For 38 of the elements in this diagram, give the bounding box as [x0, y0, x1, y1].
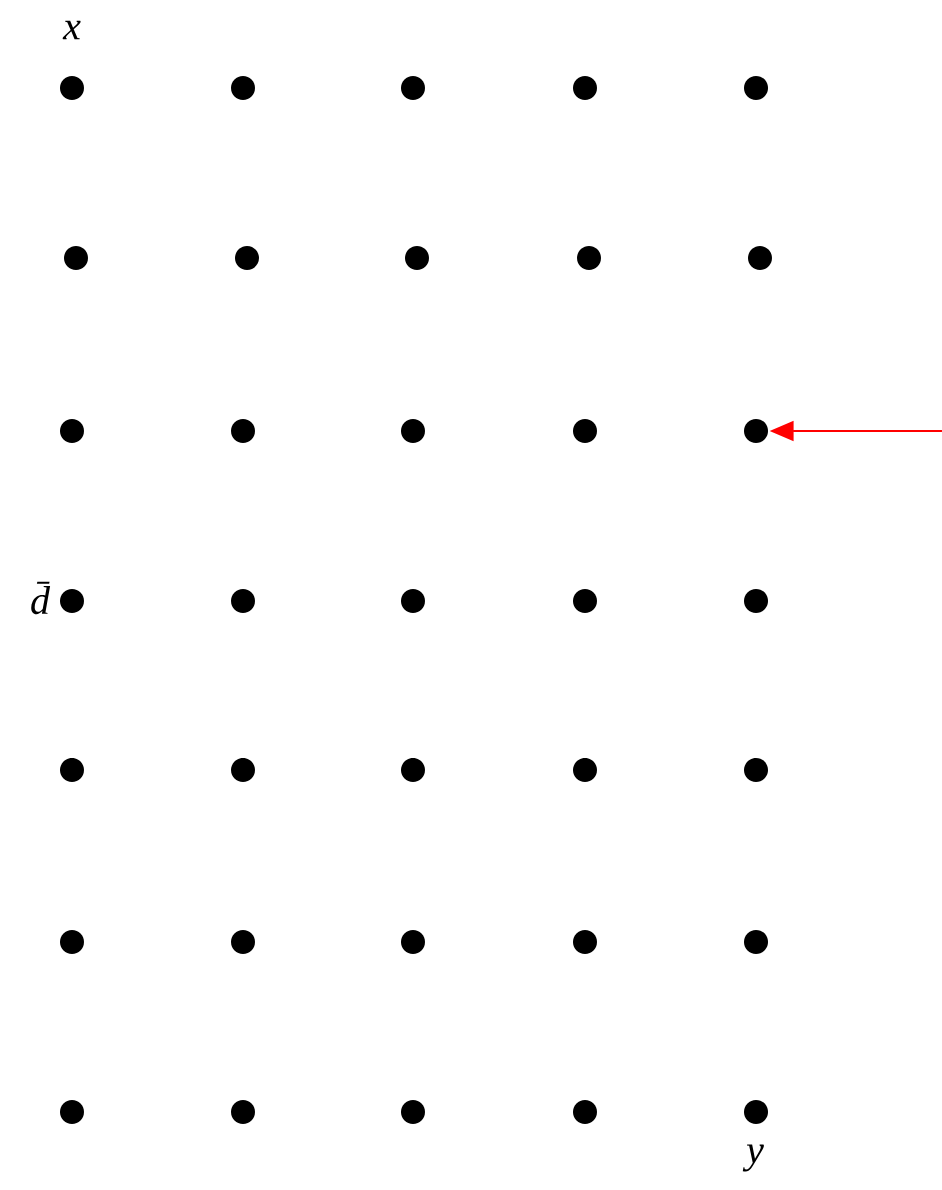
- dot: [60, 419, 84, 443]
- dot: [235, 246, 259, 270]
- dot: [401, 589, 425, 613]
- dot: [231, 589, 255, 613]
- point-label: x: [62, 20, 81, 40]
- dot: [64, 246, 88, 270]
- dot: [744, 419, 768, 443]
- dot: [231, 930, 255, 954]
- dot: [401, 1100, 425, 1124]
- dot: [577, 246, 601, 270]
- dot: [744, 758, 768, 782]
- dot: [573, 419, 597, 443]
- dot: [60, 930, 84, 954]
- dot: [744, 589, 768, 613]
- dot: [573, 758, 597, 782]
- dot: [60, 1100, 84, 1124]
- dot: [231, 76, 255, 100]
- dot: [573, 930, 597, 954]
- dot: [744, 930, 768, 954]
- dot: [405, 246, 429, 270]
- dot: [231, 419, 255, 443]
- dot: [573, 76, 597, 100]
- dot: [573, 1100, 597, 1124]
- dot: [231, 1100, 255, 1124]
- dot: [60, 589, 84, 613]
- dot: [401, 758, 425, 782]
- dot: [573, 589, 597, 613]
- dot: [401, 76, 425, 100]
- dot: [60, 76, 84, 100]
- dot: [748, 246, 772, 270]
- dot: [744, 76, 768, 100]
- dot: [401, 930, 425, 954]
- point-label: d̄: [31, 581, 51, 615]
- dot: [401, 419, 425, 443]
- dot: [60, 758, 84, 782]
- point-label: y: [742, 1144, 764, 1172]
- dot: [231, 758, 255, 782]
- dot: [744, 1100, 768, 1124]
